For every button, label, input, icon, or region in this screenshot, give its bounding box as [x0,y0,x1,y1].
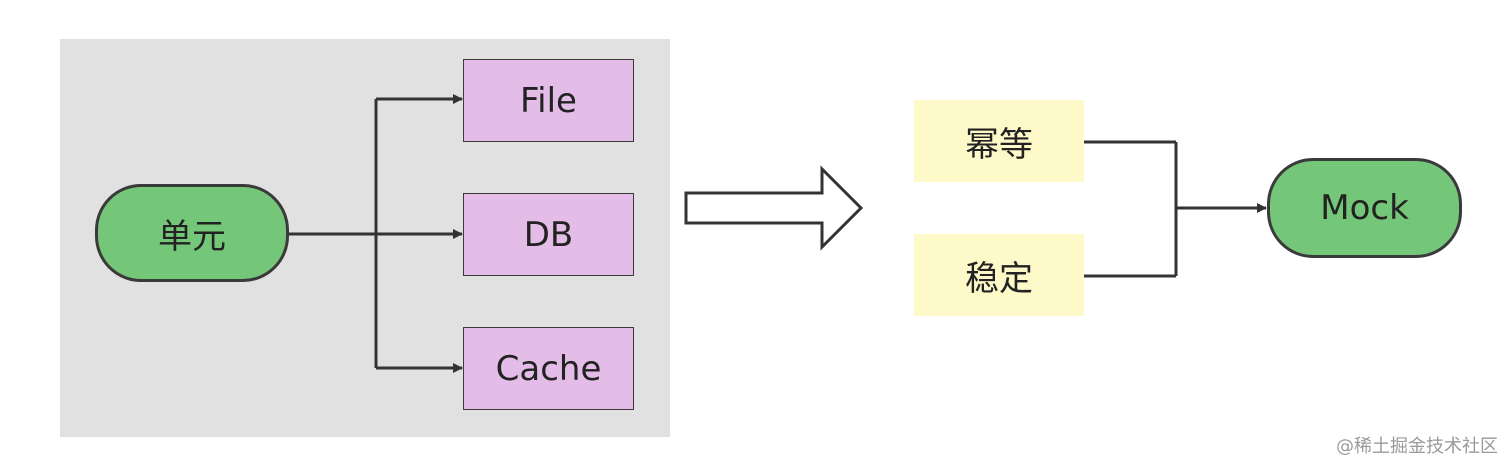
stable-node-label: 稳定 [965,258,1033,299]
db-node-label: DB [523,214,574,255]
cache-node: Cache [463,327,634,410]
unit-node-label: 单元 [158,216,226,257]
file-node: File [463,59,634,142]
idempotent-node-label: 幂等 [965,124,1033,165]
transform-arrow-icon [684,165,864,251]
mock-node: Mock [1267,158,1462,258]
mock-node-label: Mock [1320,188,1409,228]
db-node: DB [463,193,634,276]
watermark-text: @稀土掘金技术社区 [1336,436,1498,457]
unit-node: 单元 [95,184,289,282]
file-node-label: File [520,80,577,121]
cache-node-label: Cache [495,348,602,389]
stable-node: 稳定 [914,234,1084,316]
idempotent-node: 幂等 [914,100,1084,182]
